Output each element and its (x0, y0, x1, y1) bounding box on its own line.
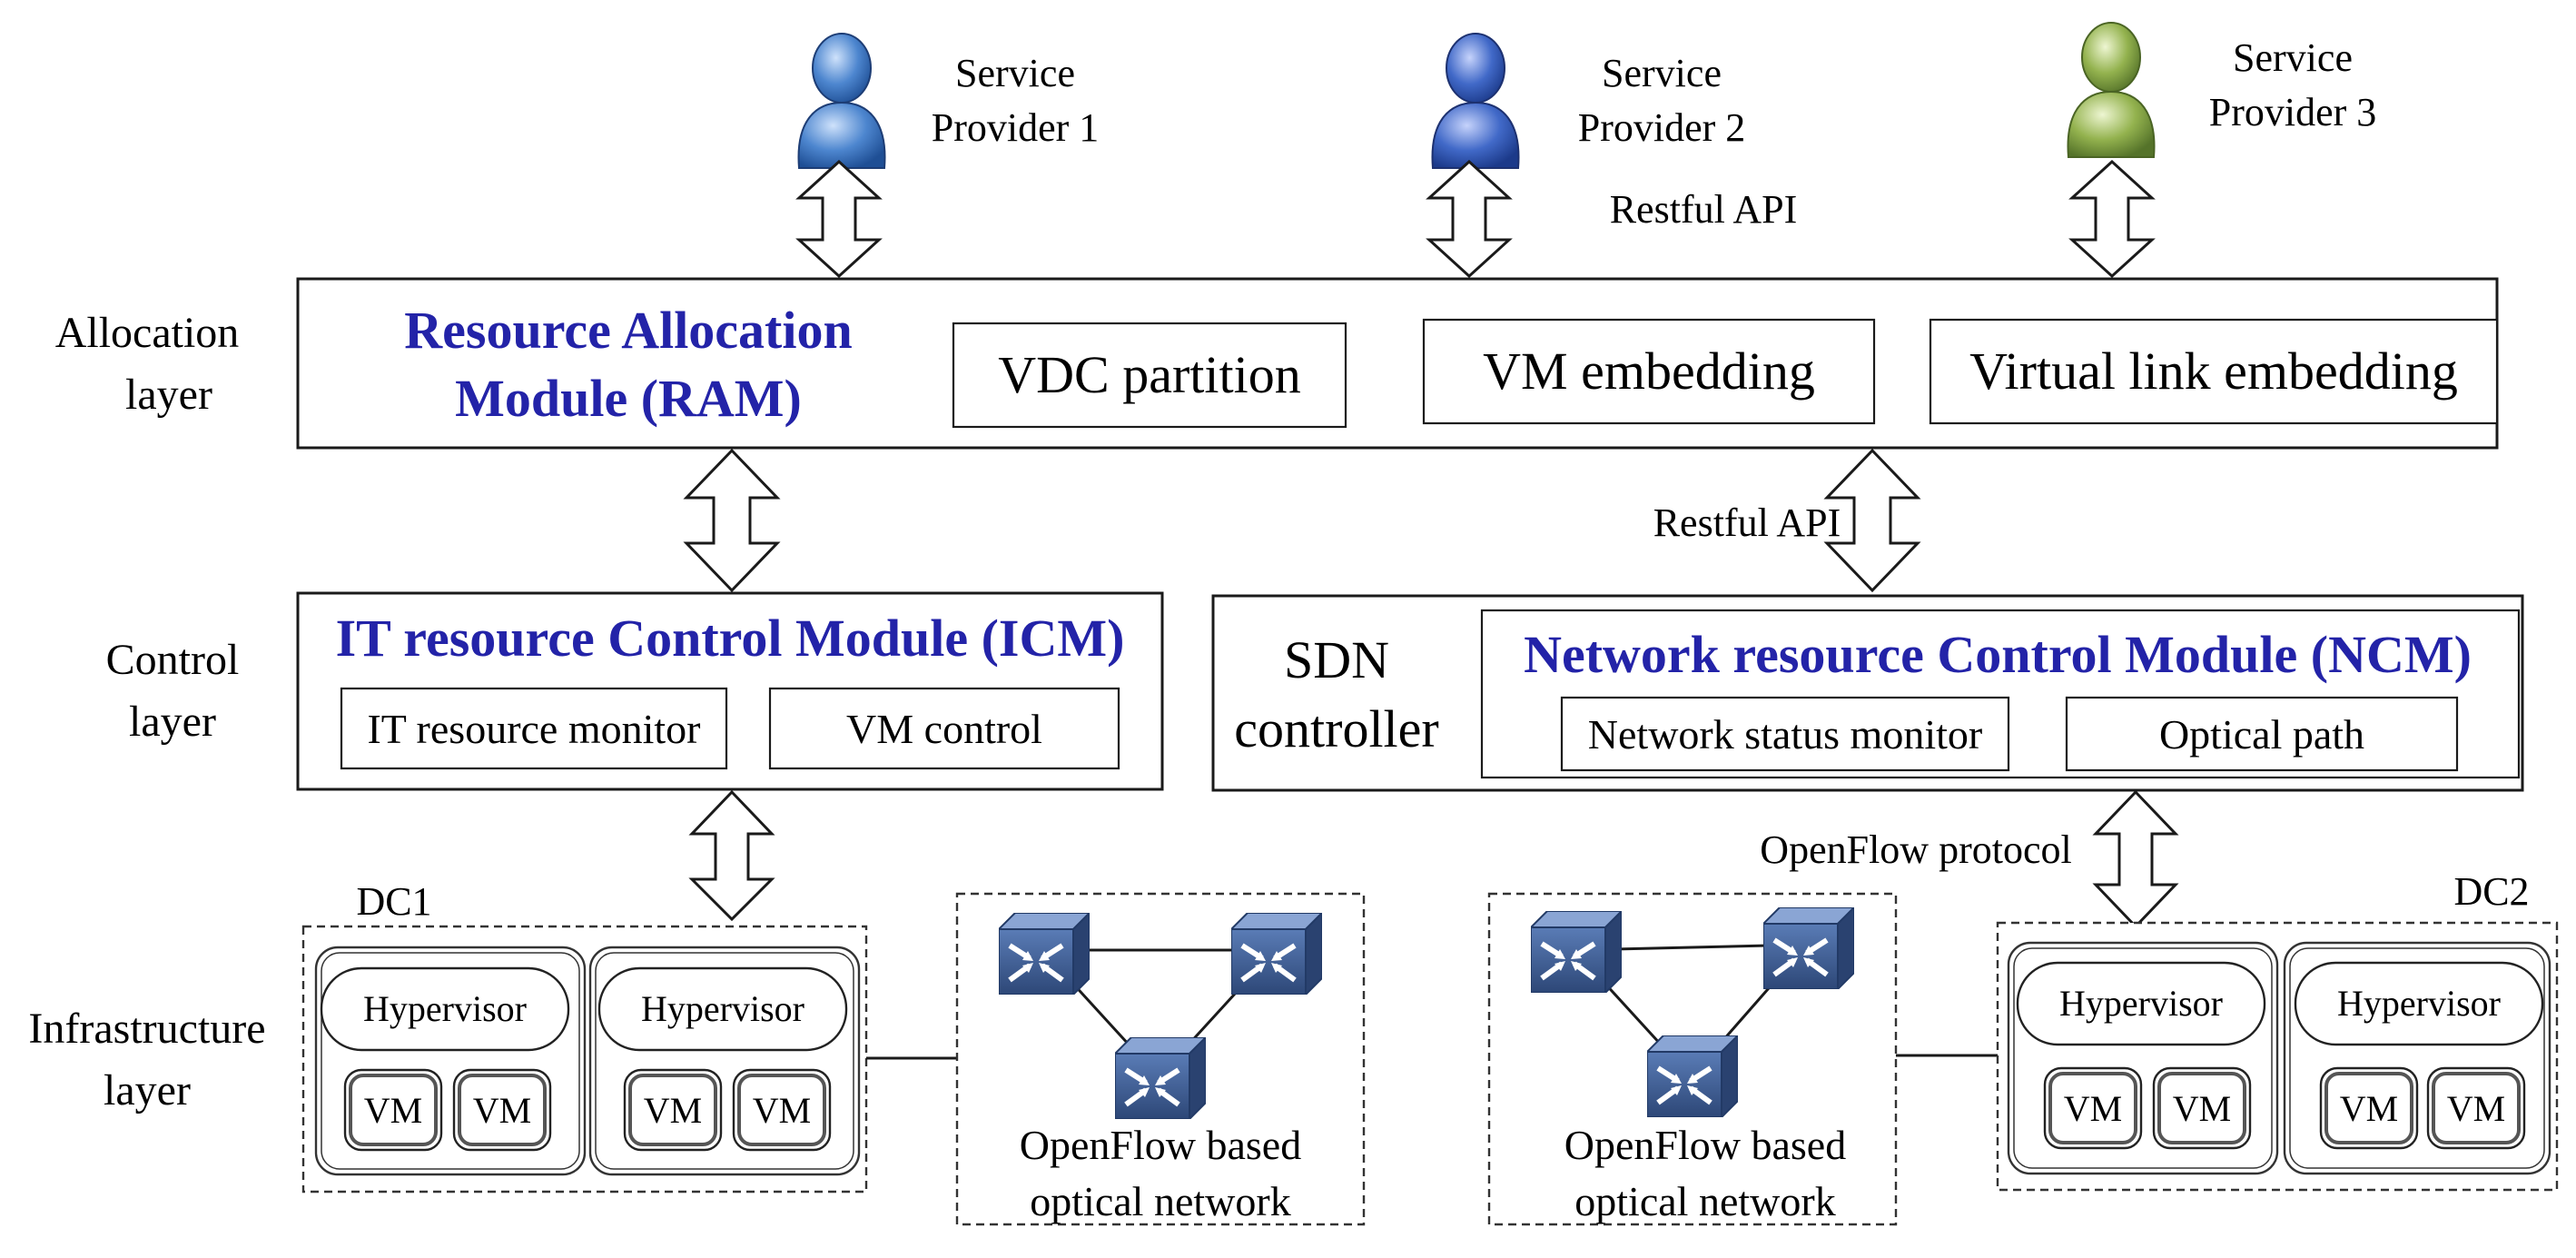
it-resource-monitor-box (340, 687, 728, 770)
dc1-box: DC1 Hypervisor VM VM Hypervisor VM (301, 879, 868, 1194)
openflow-protocol-label: OpenFlow protocol (1760, 827, 2071, 872)
provider-label-line1: Service (1602, 51, 1722, 95)
infrastructure-layer-label: Infrastructure layer (28, 1005, 265, 1114)
provider-label-line2: Provider 2 (1578, 105, 1746, 150)
dc2-label: DC2 (2453, 869, 2529, 914)
vm-embedding-label: VM embedding (1483, 342, 1815, 401)
svg-text:VM: VM (2447, 1088, 2505, 1129)
hypervisor-label: Hypervisor (2059, 983, 2223, 1024)
double-arrow-icon (2068, 159, 2156, 279)
vm-box: VM (452, 1068, 552, 1152)
vm-box: VM (2043, 1066, 2143, 1150)
vm-box: VM (2426, 1066, 2526, 1150)
switch-icon (999, 913, 1090, 995)
switch-icon (1231, 913, 1322, 995)
vm-embedding-box (1422, 318, 1876, 425)
svg-text:layer: layer (104, 1066, 191, 1114)
dc2-box: DC2 Hypervisor VM VM Hypervisor VM (1996, 869, 2559, 1192)
vm-control-label: VM control (846, 706, 1042, 752)
provider-label-line1: Service (2233, 35, 2353, 80)
dc1-label: DC1 (356, 879, 431, 924)
svg-text:layer: layer (129, 698, 216, 746)
network-label-line2: optical network (1030, 1178, 1290, 1224)
vdc-partition-box (952, 322, 1347, 429)
network-status-monitor-box (1560, 696, 2010, 772)
virtual-link-embedding-box (1929, 318, 2499, 425)
double-arrow-icon (2092, 789, 2179, 929)
switch-icon (1647, 1035, 1738, 1117)
vm-control-box (768, 687, 1120, 770)
vm-box: VM (343, 1068, 443, 1152)
svg-text:VM: VM (2173, 1088, 2231, 1129)
restful-api-label: Restful API (1653, 500, 1841, 545)
hypervisor-box (2016, 961, 2266, 1046)
double-arrow-icon (1426, 159, 1513, 279)
allocation-layer-label: Allocation layer (55, 309, 240, 419)
service-provider-1: Service Provider 1 (797, 32, 1100, 170)
ram-title-line2: Module (RAM) (455, 369, 802, 428)
hypervisor-box (597, 966, 848, 1052)
optical-path-label: Optical path (2159, 711, 2364, 758)
provider-label-line2: Provider 1 (932, 105, 1100, 150)
optical-network-1: OpenFlow based optical network (955, 892, 1366, 1226)
switch-icon (1531, 911, 1622, 993)
optical-network-2: OpenFlow based optical network (1487, 892, 1898, 1226)
svg-text:VM: VM (2064, 1088, 2122, 1129)
vm-box: VM (2152, 1066, 2252, 1150)
switch-icon (1115, 1037, 1206, 1119)
it-resource-monitor-label: IT resource monitor (367, 706, 700, 752)
hypervisor-box (320, 966, 570, 1052)
vm-box: VM (2319, 1066, 2419, 1150)
network-label-line1: OpenFlow based (1020, 1122, 1301, 1168)
double-arrow-icon (683, 448, 781, 593)
svg-text:Control: Control (106, 636, 240, 684)
hypervisor-label: Hypervisor (363, 988, 527, 1029)
double-arrow-icon (1823, 448, 1921, 593)
sdn-controller-box: SDN controller Network resource Control … (1211, 594, 2524, 792)
icm-title: IT resource Control Module (ICM) (336, 609, 1125, 668)
svg-text:Infrastructure: Infrastructure (28, 1005, 265, 1053)
svg-text:Allocation: Allocation (55, 309, 240, 357)
user-icon (2067, 21, 2156, 159)
ram-title-line1: Resource Allocation (404, 301, 852, 360)
user-icon (1431, 32, 1520, 170)
provider-label-line1: Service (955, 51, 1075, 95)
svg-text:VM: VM (644, 1090, 702, 1131)
sdn-controller-label-line2: controller (1234, 699, 1438, 758)
control-layer-label: Control layer (106, 636, 240, 746)
svg-text:VM: VM (473, 1090, 531, 1131)
double-arrow-icon (688, 789, 775, 922)
vm-box: VM (623, 1068, 723, 1152)
service-provider-3: Service Provider 3 (2067, 21, 2377, 159)
network-status-monitor-label: Network status monitor (1588, 711, 1982, 758)
user-icon (797, 32, 886, 170)
hypervisor-label: Hypervisor (641, 988, 804, 1029)
provider-label-line2: Provider 3 (2209, 90, 2377, 134)
ram-box: Resource Allocation Module (RAM) VDC par… (296, 277, 2499, 450)
hypervisor-box (2294, 961, 2544, 1046)
service-provider-2: Service Provider 2 (1431, 32, 1746, 170)
vdc-partition-label: VDC partition (998, 345, 1300, 404)
svg-text:VM: VM (364, 1090, 422, 1131)
double-arrow-icon (795, 159, 883, 279)
hypervisor-label: Hypervisor (2337, 983, 2501, 1024)
vm-box: VM (732, 1068, 832, 1152)
restful-api-label: Restful API (1610, 187, 1798, 232)
ncm-title: Network resource Control Module (NCM) (1524, 625, 2472, 684)
sdn-controller-label-line1: SDN (1284, 630, 1389, 689)
network-label-line2: optical network (1574, 1178, 1835, 1224)
svg-text:layer: layer (125, 371, 212, 419)
svg-text:VM: VM (2340, 1088, 2398, 1129)
network-label-line1: OpenFlow based (1564, 1122, 1846, 1168)
svg-text:VM: VM (753, 1090, 811, 1131)
icm-box: IT resource Control Module (ICM) IT reso… (296, 591, 1164, 791)
optical-path-box (2065, 696, 2459, 772)
switch-icon (1763, 907, 1854, 989)
virtual-link-embedding-label: Virtual link embedding (1969, 342, 2458, 401)
